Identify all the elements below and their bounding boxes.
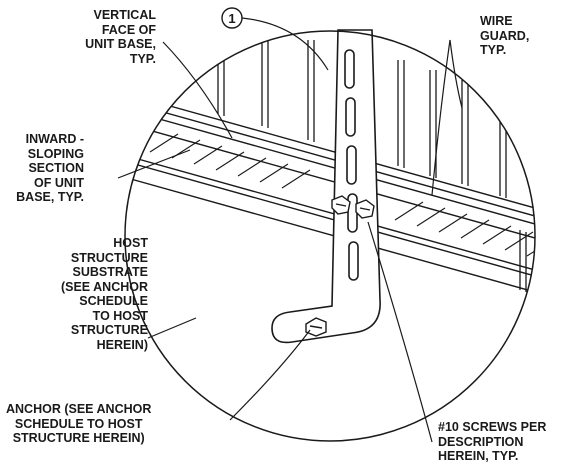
callout-bubble: 1	[221, 7, 243, 29]
screw-fasteners	[305, 195, 375, 337]
label-vertical-face: VERTICAL FACE OF UNIT BASE, TYP.	[85, 8, 156, 66]
callout-number: 1	[228, 11, 235, 26]
label-screws: #10 SCREWS PER DESCRIPTION HEREIN, TYP.	[438, 420, 547, 463]
sloping-section-hatch	[149, 133, 535, 257]
label-wire-guard: WIRE GUARD, TYP.	[480, 14, 530, 57]
label-anchor: ANCHOR (SEE ANCHOR SCHEDULE TO HOST STRU…	[6, 402, 152, 445]
detail-circle	[124, 30, 536, 442]
label-host-structure: HOST STRUCTURE SUBSTRATE (SEE ANCHOR SCH…	[60, 236, 148, 352]
label-inward-sloping: INWARD - SLOPING SECTION OF UNIT BASE, T…	[16, 132, 84, 204]
leader-lines	[117, 17, 463, 443]
mounting-bracket	[271, 29, 381, 344]
